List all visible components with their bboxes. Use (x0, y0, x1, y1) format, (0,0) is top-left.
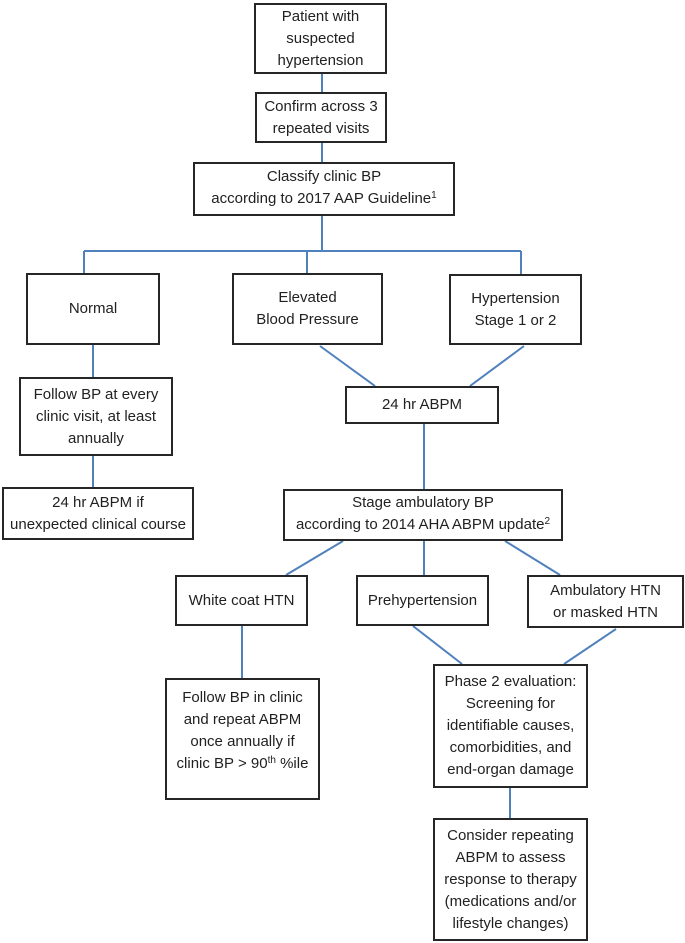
node-text: according to 2014 AHA ABPM update (295, 516, 545, 533)
node-follow-bp-clinic-visit: Follow BP at every clinic visit, at leas… (19, 377, 173, 456)
node-stage-ambulatory-bp: Stage ambulatory BP according to 2014 AH… (283, 489, 563, 541)
node-text-line: suspected (286, 29, 355, 47)
node-classify-clinic-bp: Classify clinic BP according to 2017 AAP… (193, 162, 455, 216)
node-prehypertension: Prehypertension (356, 575, 489, 626)
node-text-line: 24 hr ABPM if (52, 493, 144, 511)
node-text-line: Stage ambulatory BP (352, 494, 494, 511)
node-text-line: Screening for (465, 695, 556, 712)
node-hypertension-stage-1-2: Hypertension Stage 1 or 2 (449, 274, 582, 345)
ordinal-superscript: th (267, 755, 276, 766)
node-confirm-repeated-visits: Confirm across 3 repeated visits (255, 92, 387, 143)
node-text-line: identifiable causes, (446, 717, 575, 734)
connector-stage-ambulatory (504, 540, 561, 576)
node-text-line: Confirm across 3 (264, 97, 378, 115)
node-text-line: unexpected clinical course (10, 515, 186, 533)
node-text-line: and repeat ABPM (183, 711, 302, 728)
node-text-line: Classify clinic BP (266, 168, 382, 185)
node-text-line: Follow BP at every (33, 385, 159, 403)
node-white-coat-htn: White coat HTN (175, 575, 308, 626)
connector-prehypertension-phase2 (412, 625, 463, 665)
node-text-line: once annually if (190, 733, 295, 750)
node-text-line: 24 hr ABPM (381, 396, 463, 413)
node-text: clinic BP > 90 (176, 755, 268, 772)
node-normal: Normal (26, 273, 160, 345)
node-ambulatory-masked-htn: Ambulatory HTN or masked HTN (527, 575, 684, 628)
node-text-line: Ambulatory HTN (550, 581, 661, 599)
connector-elevated-abpm (319, 345, 376, 387)
node-patient-suspected-hypertension: Patient with suspected hypertension (254, 3, 387, 74)
node-text-line: (medications and/or (444, 892, 577, 910)
node-text-line: clinic BP > 90th %ile (177, 753, 309, 777)
node-text-line: Prehypertension (367, 591, 478, 609)
node-text-line: Phase 2 evaluation: (444, 673, 577, 690)
node-text-line: Hypertension (471, 289, 560, 307)
connector-hypertension-abpm (469, 345, 525, 387)
node-text-line: lifestyle changes) (452, 914, 569, 932)
node-text: %ile (275, 755, 309, 772)
node-consider-repeating-abpm: Consider repeating ABPM to assess respon… (433, 818, 588, 941)
node-text-line: response to therapy (444, 870, 577, 888)
node-text-line: Elevated (278, 289, 337, 306)
node-text-line: Follow BP in clinic (182, 689, 303, 706)
node-text-line: annually (68, 429, 124, 447)
node-text-line: hypertension (277, 51, 364, 69)
node-text-line: White coat HTN (188, 591, 295, 609)
node-24hr-abpm-if-unexpected: 24 hr ABPM if unexpected clinical course (2, 487, 194, 540)
node-phase-2-evaluation: Phase 2 evaluation: Screening for identi… (433, 664, 588, 788)
node-text-line: end-organ damage (447, 761, 574, 778)
node-text-line: Patient with (281, 7, 360, 25)
connector-stage-whitecoat (285, 540, 344, 576)
node-text-line: ABPM to assess (455, 848, 566, 866)
node-text-line: Consider repeating (447, 826, 574, 844)
node-text-line: Blood Pressure (256, 311, 359, 328)
node-text-line: according to 2014 AHA ABPM update2 (296, 514, 550, 538)
node-elevated-blood-pressure: Elevated Blood Pressure (232, 273, 383, 345)
node-text-line: according to 2017 AAP Guideline1 (211, 188, 436, 212)
node-text-line: Normal (68, 300, 118, 317)
node-text-line: clinic visit, at least (35, 407, 157, 425)
node-follow-bp-repeat-abpm: Follow BP in clinic and repeat ABPM once… (165, 678, 320, 800)
node-text: according to 2017 AAP Guideline (211, 190, 432, 207)
connector-ambulatory-phase2 (563, 628, 617, 665)
node-text-line: Stage 1 or 2 (474, 311, 557, 329)
node-text-line: repeated visits (272, 119, 370, 137)
footnote-marker: 2 (544, 516, 551, 527)
node-text-line: comorbidities, and (449, 739, 572, 756)
footnote-marker: 1 (431, 190, 437, 201)
node-24hr-abpm: 24 hr ABPM (345, 386, 499, 424)
node-text-line: or masked HTN (552, 603, 659, 621)
